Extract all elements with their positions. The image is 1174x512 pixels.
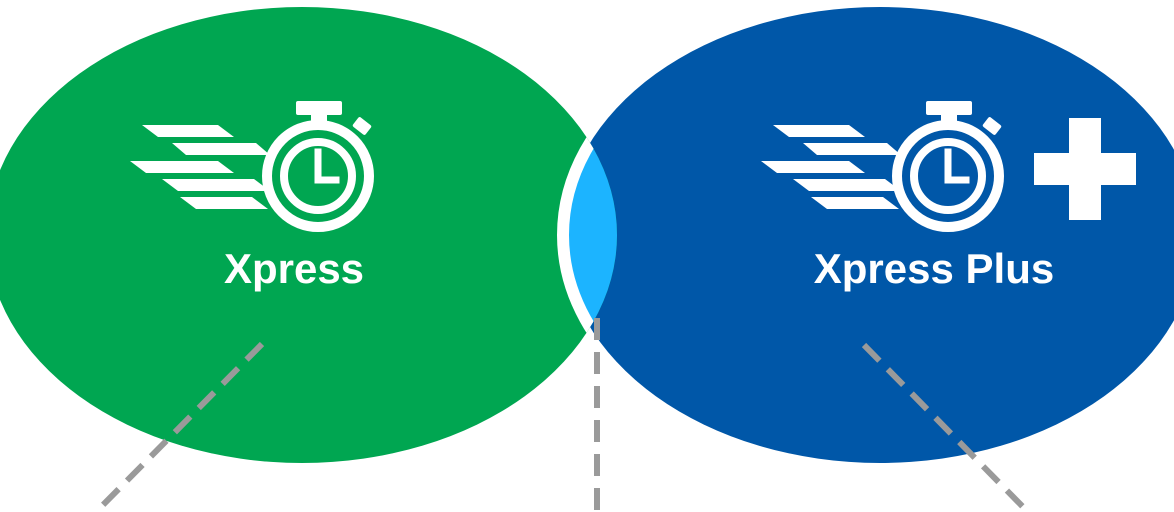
overlap-region (557, 7, 617, 463)
stopwatch-speed-icon (130, 101, 374, 232)
xpress-plus-connector (861, 342, 1031, 512)
xpress-connector (93, 341, 265, 512)
stopwatch-speed-plus-icon (761, 101, 1136, 232)
xpress-label: Xpress (224, 245, 364, 292)
xpress-circle (0, 7, 617, 463)
xpress-plus-label: Xpress Plus (814, 245, 1054, 292)
xpress-plus-circle (563, 7, 1174, 463)
